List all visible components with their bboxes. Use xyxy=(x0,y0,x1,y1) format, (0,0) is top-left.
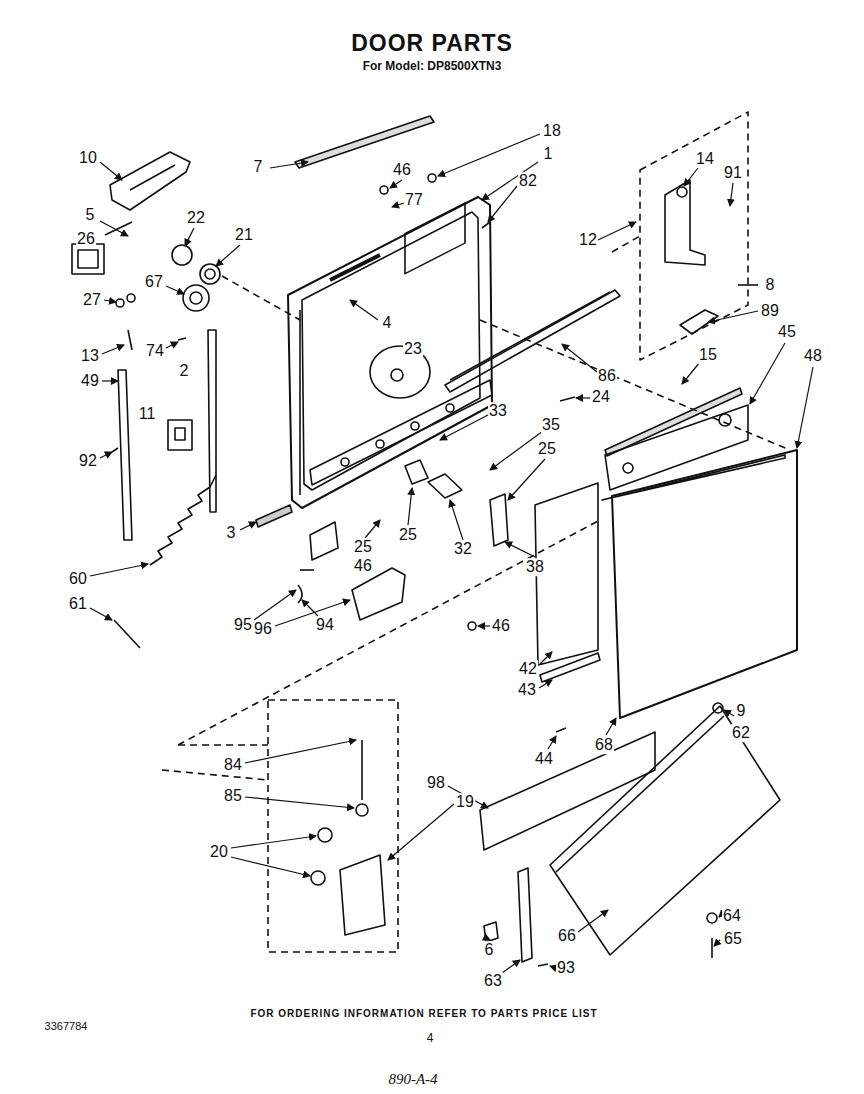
callout-number: 46 xyxy=(353,557,373,575)
callout-number: 63 xyxy=(483,972,503,990)
callout-number: 23 xyxy=(403,340,423,358)
callout-number: 33 xyxy=(488,402,508,420)
callout-number: 89 xyxy=(760,302,780,320)
callout-number: 27 xyxy=(82,291,102,309)
callout-number: 21 xyxy=(234,226,254,244)
footer-note: FOR ORDERING INFORMATION REFER TO PARTS … xyxy=(249,1008,598,1019)
model-subtitle: For Model: DP8500XTN3 xyxy=(362,60,503,73)
handwritten-code: 890-A-4 xyxy=(387,1071,438,1088)
callout-number: 7 xyxy=(253,158,264,176)
callout-number: 65 xyxy=(723,930,743,948)
callout-number: 62 xyxy=(731,724,751,742)
callout-number: 91 xyxy=(723,164,743,182)
callout-number: 61 xyxy=(68,595,88,613)
callout-number: 10 xyxy=(78,149,98,167)
callout-number: 94 xyxy=(315,616,335,634)
callout-number: 26 xyxy=(76,230,96,248)
callout-number: 86 xyxy=(597,367,617,385)
callout-number: 2 xyxy=(179,362,190,380)
callout-number: 12 xyxy=(578,231,598,249)
callout-number: 20 xyxy=(209,843,229,861)
callout-number: 13 xyxy=(80,347,100,365)
callout-number: 92 xyxy=(78,452,98,470)
callout-number: 46 xyxy=(491,617,511,635)
callout-number: 22 xyxy=(186,209,206,227)
callout-number: 84 xyxy=(223,756,243,774)
callout-number: 49 xyxy=(80,372,100,390)
page-number: 4 xyxy=(426,1032,435,1045)
callout-number: 19 xyxy=(455,793,475,811)
callout-number: 46 xyxy=(392,161,412,179)
callout-number: 82 xyxy=(518,172,538,190)
callout-number: 6 xyxy=(484,941,495,959)
callout-number: 15 xyxy=(698,346,718,364)
callout-number: 43 xyxy=(517,681,537,699)
callout-number: 45 xyxy=(777,323,797,341)
callout-number: 64 xyxy=(722,907,742,925)
callout-number: 93 xyxy=(556,959,576,977)
callout-number: 98 xyxy=(426,774,446,792)
callout-number: 44 xyxy=(534,750,554,768)
callout-number: 67 xyxy=(144,273,164,291)
callout-number: 25 xyxy=(537,440,557,458)
callout-number: 85 xyxy=(223,787,243,805)
document-number: 3367784 xyxy=(44,1020,89,1032)
callout-number: 11 xyxy=(138,405,157,423)
callout-number: 66 xyxy=(557,927,577,945)
callout-number: 5 xyxy=(85,206,96,224)
callout-number: 4 xyxy=(382,314,393,332)
callout-number: 18 xyxy=(542,122,562,140)
callout-number: 8 xyxy=(765,276,776,294)
callout-number: 95 xyxy=(233,616,253,634)
callout-number: 48 xyxy=(803,347,823,365)
callout-number: 96 xyxy=(253,620,273,638)
callout-number: 24 xyxy=(591,388,611,406)
callout-number: 25 xyxy=(398,526,418,544)
callout-number: 35 xyxy=(541,416,561,434)
callout-number: 32 xyxy=(453,540,473,558)
callout-number: 25 xyxy=(353,538,373,556)
callout-number: 74 xyxy=(145,342,165,360)
callout-number: 68 xyxy=(594,736,614,754)
callout-number: 14 xyxy=(695,150,715,168)
callout-number: 60 xyxy=(68,570,88,588)
callout-number: 1 xyxy=(543,145,554,163)
callout-number: 38 xyxy=(525,558,545,576)
diagram-title: DOOR PARTS xyxy=(350,31,514,56)
callout-number: 77 xyxy=(404,191,424,209)
callout-number: 42 xyxy=(518,660,538,678)
callout-number: 9 xyxy=(736,702,747,720)
callout-number: 3 xyxy=(226,524,237,542)
